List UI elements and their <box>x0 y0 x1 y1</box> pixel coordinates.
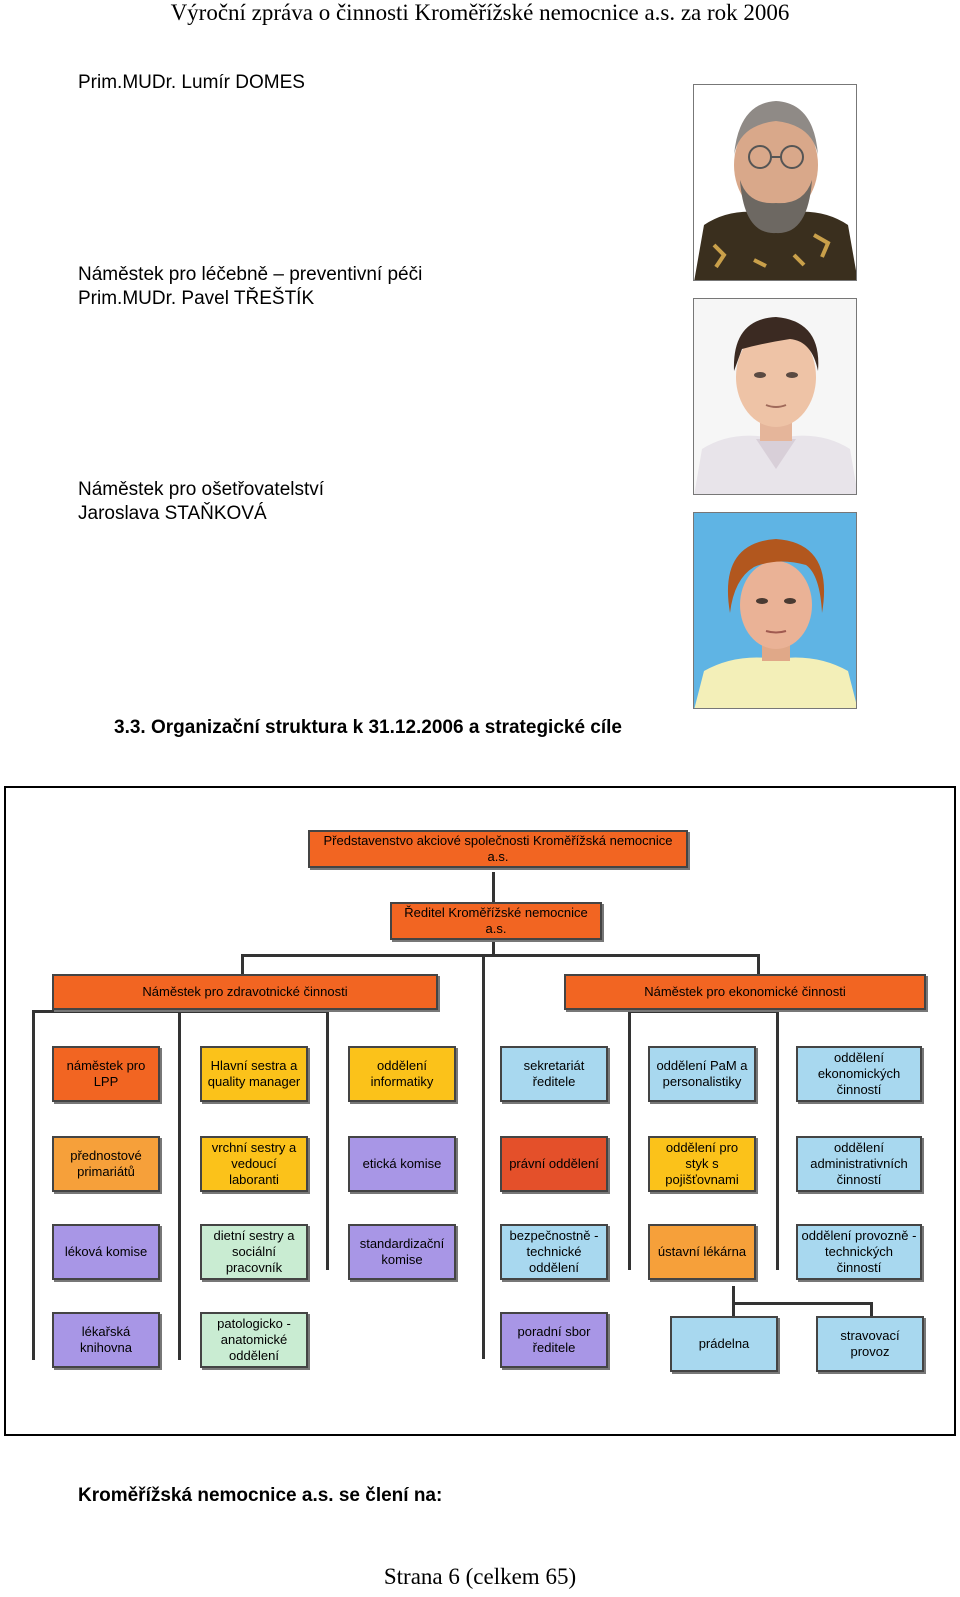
connector-line <box>241 954 244 974</box>
person-3-name: Jaroslava STAŇKOVÁ <box>78 503 267 524</box>
connector-line <box>326 1010 329 1270</box>
org-box: oddělení PaM a personalistiky <box>648 1046 756 1102</box>
connector-line <box>32 1010 329 1013</box>
connector-line <box>870 1302 873 1316</box>
org-box: náměstek pro LPP <box>52 1046 160 1102</box>
portrait-photo-trestik <box>693 298 857 495</box>
org-box: oddělení pro styk s pojišťovnami <box>648 1136 756 1192</box>
org-box: Hlavní sestra a quality manager <box>200 1046 308 1102</box>
page-footer: Strana 6 (celkem 65) <box>383 1564 577 1589</box>
org-box: oddělení informatiky <box>348 1046 456 1102</box>
org-box: lékařská knihovna <box>52 1312 160 1368</box>
connector-line <box>482 954 485 986</box>
person-2-name: Prim.MUDr. Pavel TŘEŠTÍK <box>78 288 315 309</box>
org-box-deputy-economic: Náměstek pro ekonomické činnosti <box>564 974 926 1010</box>
portrait-photo-stankova <box>693 512 857 709</box>
document-header: Výroční zpráva o činnosti Kroměřížské ne… <box>170 0 790 25</box>
connector-line <box>241 954 759 957</box>
org-box: oddělení ekonomických činností <box>796 1046 922 1102</box>
org-box: léková komise <box>52 1224 160 1280</box>
connector-line <box>32 1010 35 1360</box>
org-box-deputy-medical: Náměstek pro zdravotnické činnosti <box>52 974 438 1010</box>
person-2-role: Náměstek pro léčebně – preventivní péči <box>78 264 423 285</box>
org-box: etická komise <box>348 1136 456 1192</box>
connector-line <box>628 1010 779 1013</box>
org-box: oddělení administrativních činností <box>796 1136 922 1192</box>
org-box: bezpečnostně - technické oddělení <box>500 1224 608 1280</box>
connector-line <box>776 1010 779 1270</box>
org-box: sekretariát ředitele <box>500 1046 608 1102</box>
connector-line <box>732 1302 872 1305</box>
connector-line <box>628 1010 631 1270</box>
org-box: patologicko - anatomické oddělení <box>200 1312 308 1368</box>
org-box-director: Ředitel Kroměřížské nemocnice a.s. <box>390 902 602 940</box>
connector-line <box>757 954 760 974</box>
connector-line <box>492 872 495 902</box>
org-box: právní oddělení <box>500 1136 608 1192</box>
org-box: standardizační komise <box>348 1224 456 1280</box>
connector-line <box>732 1302 735 1316</box>
org-box: poradní sbor ředitele <box>500 1312 608 1368</box>
org-box: vrchní sestry a vedoucí laboranti <box>200 1136 308 1192</box>
connector-line <box>482 986 485 1006</box>
org-box: dietní sestry a sociální pracovník <box>200 1224 308 1280</box>
org-box-board: Představenstvo akciové společnosti Kromě… <box>308 830 688 868</box>
org-box: přednostové primariátů <box>52 1136 160 1192</box>
portrait-photo-domes <box>693 84 857 281</box>
person-1-name: Prim.MUDr. Lumír DOMES <box>78 72 305 93</box>
intro-text: Kroměřížská nemocnice a.s. se člení na: <box>78 1485 443 1506</box>
org-chart: Představenstvo akciové společnosti Kromě… <box>4 786 956 1436</box>
org-box: oddělení provozně - technických činností <box>796 1224 922 1280</box>
org-box: stravovací provoz <box>816 1316 924 1372</box>
connector-line <box>482 1004 485 1359</box>
org-box: ústavní lékárna <box>648 1224 756 1280</box>
section-heading: 3.3. Organizační struktura k 31.12.2006 … <box>114 717 622 738</box>
person-3-role: Náměstek pro ošetřovatelství <box>78 479 325 500</box>
connector-line <box>492 938 495 954</box>
org-box: prádelna <box>670 1316 778 1372</box>
connector-line <box>178 1010 181 1360</box>
connector-line <box>732 1286 735 1304</box>
